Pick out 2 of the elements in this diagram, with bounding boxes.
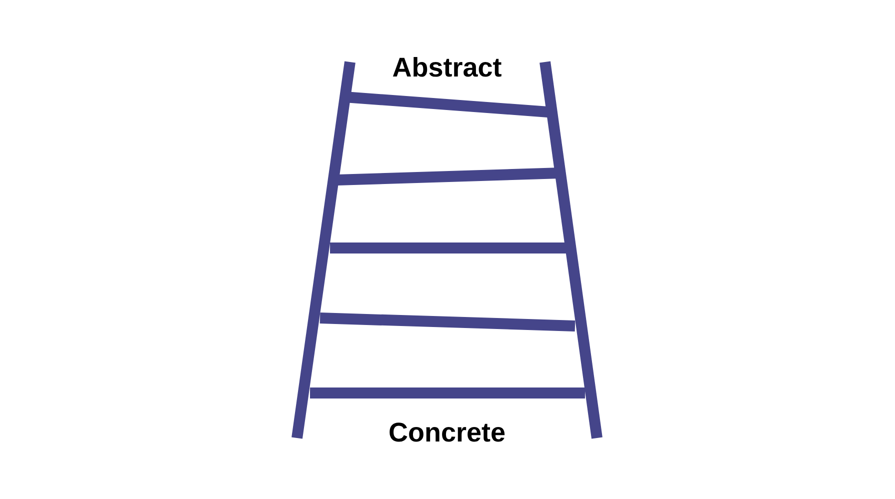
ladder-end-label: Abstract	[392, 54, 502, 82]
ladder-end-label: Concrete	[388, 420, 506, 446]
